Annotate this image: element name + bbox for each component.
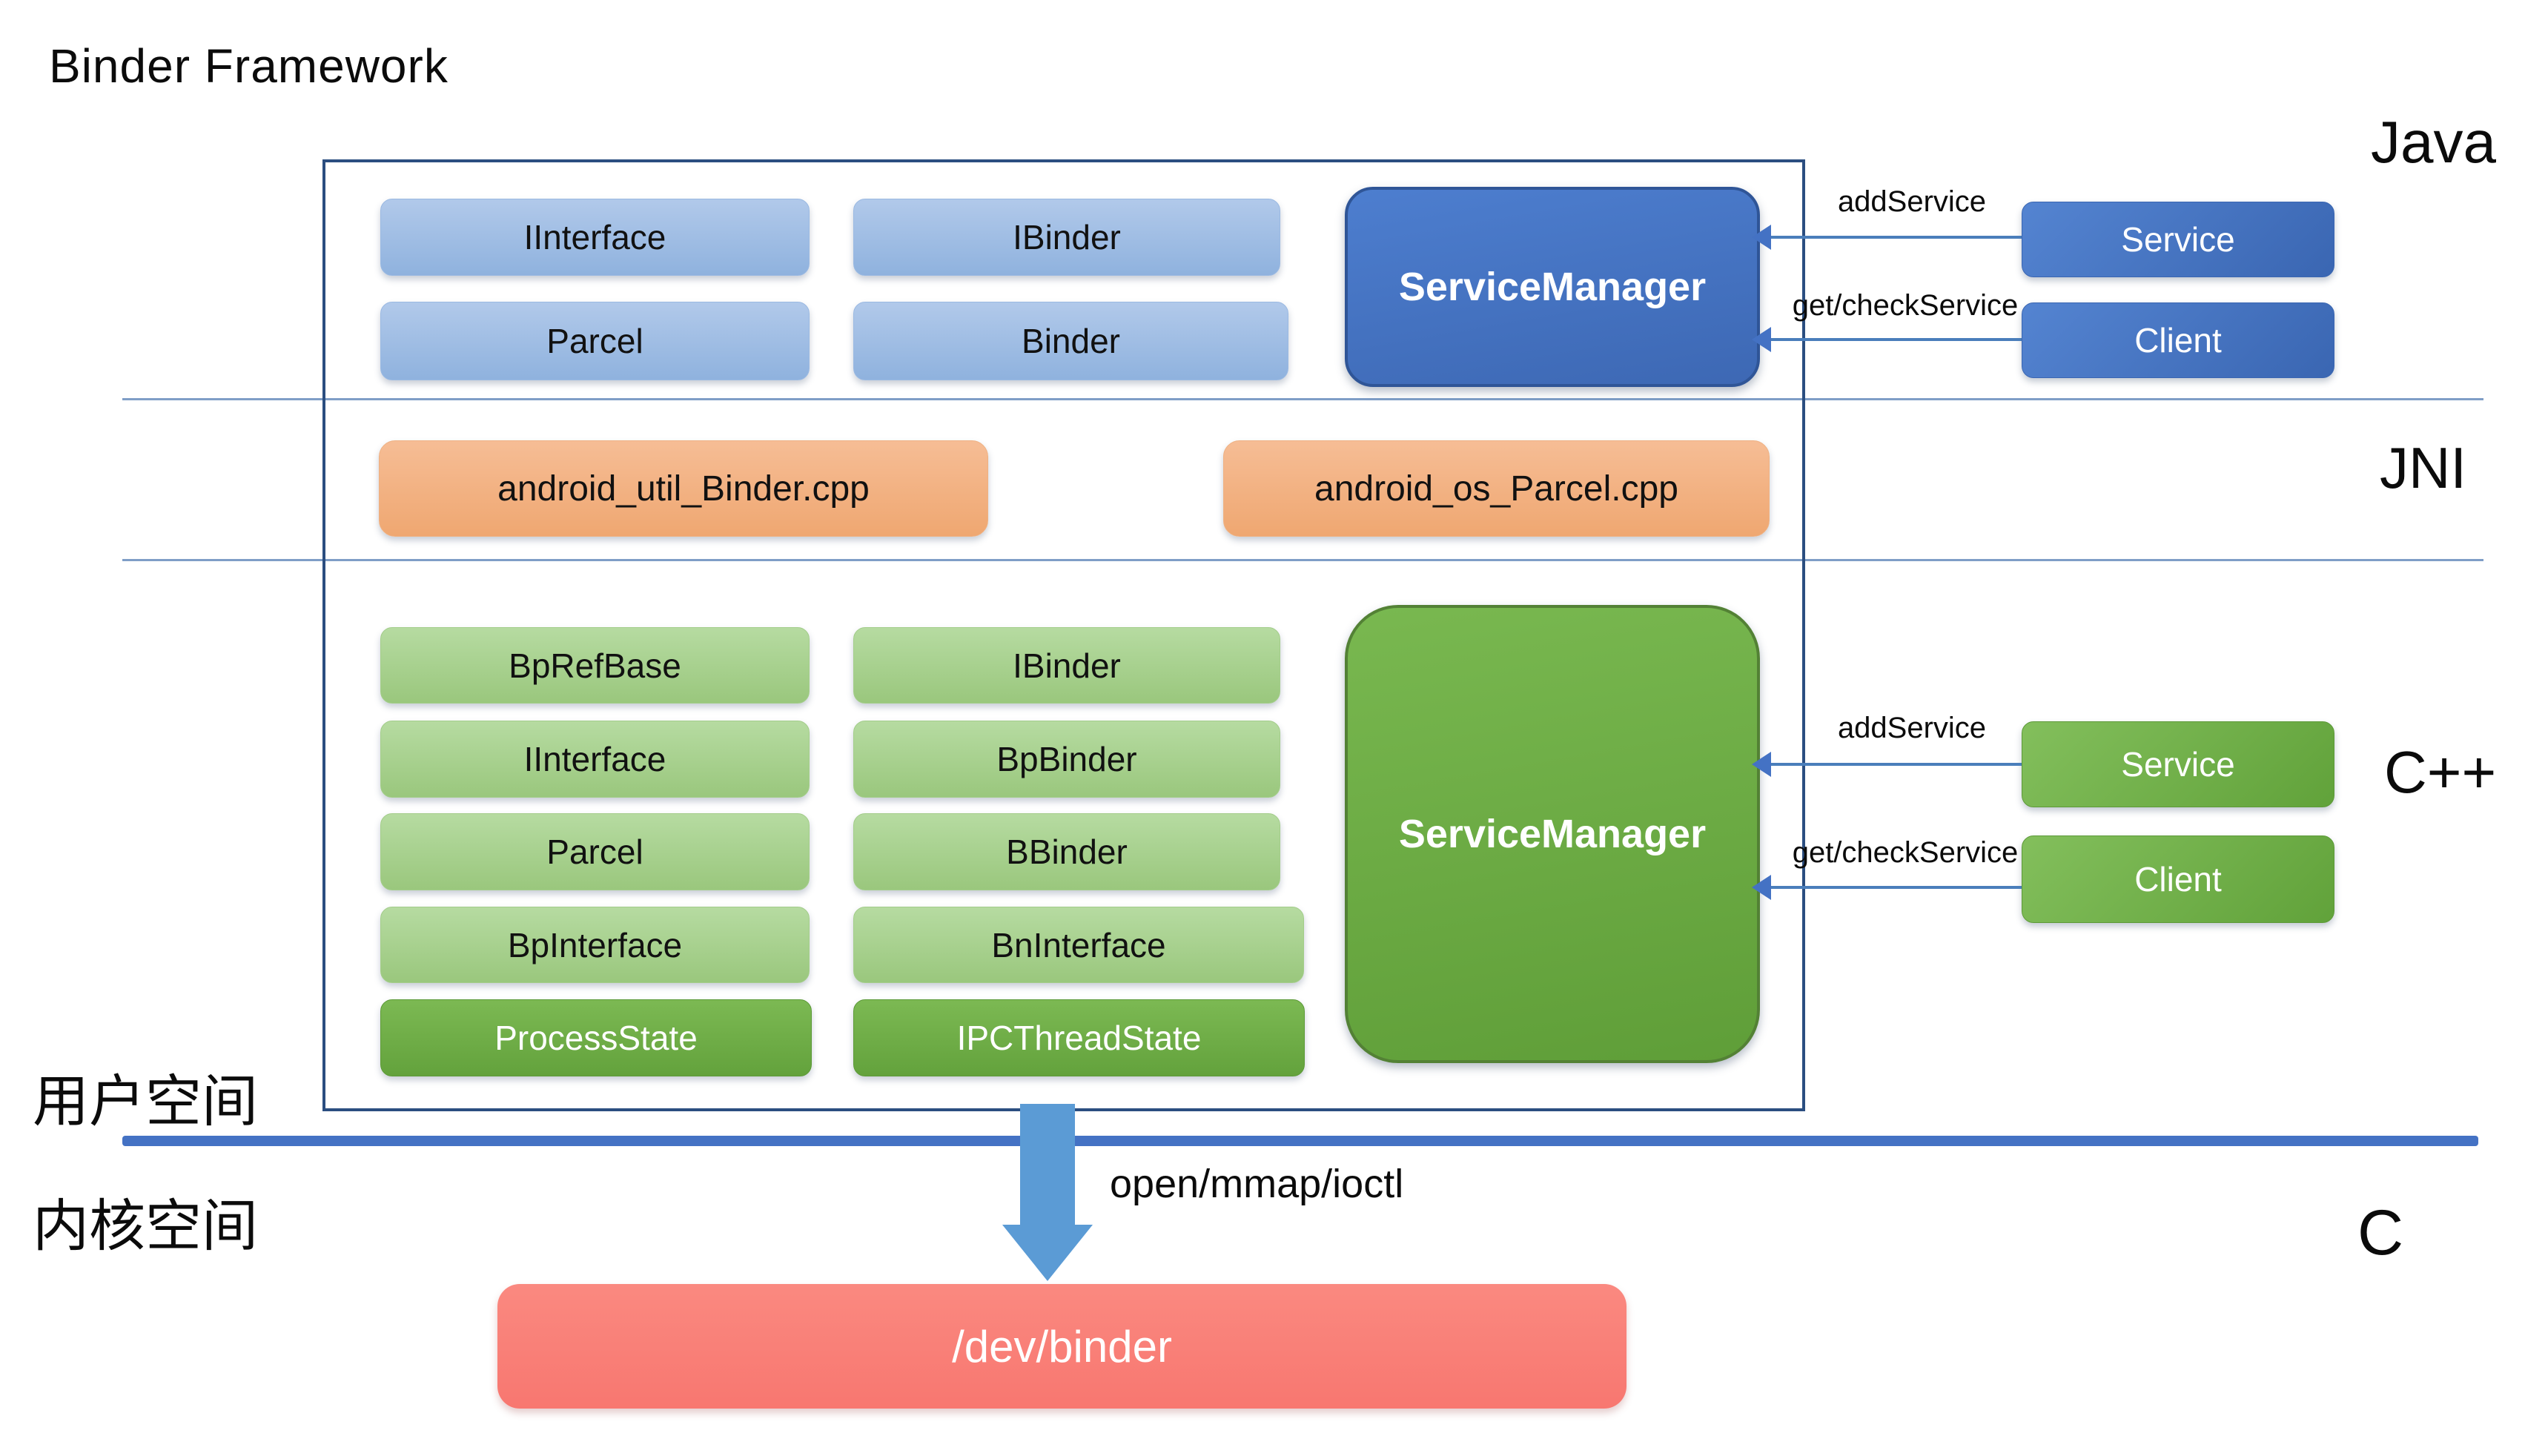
layer-label-java: Java: [2371, 109, 2496, 175]
cpp-class-ipcthreadstate: IPCThreadState: [853, 999, 1305, 1076]
cpp-getcheckservice-label: get/checkService: [1792, 836, 2019, 869]
cpp-addservice-arrow-line: [1770, 763, 2022, 766]
cpp-service-box: Service: [2022, 721, 2334, 807]
jni-file-android-util-binder: android_util_Binder.cpp: [379, 440, 988, 537]
cpp-getcheckservice-arrowhead-icon: [1752, 875, 1771, 900]
kernel-space-label: 内核空间: [33, 1195, 258, 1258]
java-addservice-arrow-line: [1770, 236, 2022, 239]
java-getcheckservice-label: get/checkService: [1792, 289, 2019, 322]
cpp-client-box: Client: [2022, 835, 2334, 923]
user-space-label: 用户空间: [33, 1071, 258, 1134]
cpp-class-bbinder: BBinder: [853, 813, 1280, 890]
cpp-class-parcel: Parcel: [380, 813, 810, 890]
kernel-arrow-head-icon: [1002, 1225, 1093, 1281]
syscalls-label: open/mmap/ioctl: [1110, 1162, 1404, 1206]
java-jni-divider-line: [122, 398, 2483, 400]
java-getcheckservice-arrow-line: [1770, 338, 2022, 341]
java-class-iinterface: IInterface: [380, 199, 810, 276]
java-class-parcel: Parcel: [380, 302, 810, 380]
cpp-service-manager-box: ServiceManager: [1345, 605, 1760, 1063]
user-kernel-divider-line: [122, 1136, 2478, 1146]
java-class-binder: Binder: [853, 302, 1288, 380]
java-getcheckservice-arrowhead-icon: [1752, 327, 1771, 352]
cpp-class-iinterface: IInterface: [380, 721, 810, 798]
layer-label-c: C: [2357, 1197, 2404, 1268]
java-addservice-arrowhead-icon: [1752, 225, 1771, 250]
java-addservice-label: addService: [1837, 185, 1987, 218]
cpp-class-ibinder: IBinder: [853, 627, 1280, 704]
java-client-box: Client: [2022, 302, 2334, 378]
cpp-addservice-arrowhead-icon: [1752, 752, 1771, 777]
cpp-class-bprefbase: BpRefBase: [380, 627, 810, 704]
cpp-addservice-label: addService: [1837, 712, 1987, 744]
kernel-arrow-shaft: [1020, 1104, 1075, 1227]
cpp-class-bpinterface: BpInterface: [380, 907, 810, 983]
jni-file-android-os-parcel: android_os_Parcel.cpp: [1223, 440, 1770, 537]
dev-binder-box: /dev/binder: [497, 1284, 1626, 1409]
java-service-box: Service: [2022, 202, 2334, 277]
page-title: Binder Framework: [49, 39, 449, 93]
cpp-getcheckservice-arrow-line: [1770, 886, 2022, 889]
cpp-class-bninterface: BnInterface: [853, 907, 1304, 983]
cpp-class-processstate: ProcessState: [380, 999, 812, 1076]
cpp-class-bpbinder: BpBinder: [853, 721, 1280, 798]
java-class-ibinder: IBinder: [853, 199, 1280, 276]
layer-label-cpp: C++: [2384, 739, 2497, 805]
layer-label-jni: JNI: [2380, 435, 2466, 500]
java-service-manager-box: ServiceManager: [1345, 187, 1760, 387]
jni-cpp-divider-line: [122, 559, 2483, 561]
